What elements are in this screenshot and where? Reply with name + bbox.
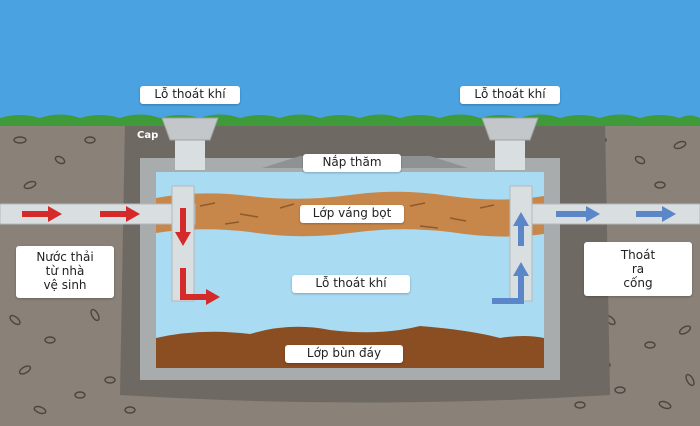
scum-layer-label: Lớp váng bọt: [300, 205, 404, 223]
vent-riser-right: [495, 140, 525, 170]
vent-label-left: Lỗ thoát khí: [140, 86, 240, 104]
inlet-label-line-2: từ nhà: [45, 264, 85, 278]
outflow-arrows: [492, 206, 676, 304]
outflow-arrow-1: [556, 206, 600, 222]
outflow-arrow-elbow: [492, 262, 529, 304]
vent-cap-right: [481, 117, 539, 141]
vent-cap-left: [161, 117, 219, 141]
outflow-arrow-up: [513, 212, 529, 246]
inflow-arrow-2: [100, 206, 140, 222]
manhole-label: Nắp thăm: [303, 154, 401, 172]
middle-layer-label: Lỗ thoát khí: [292, 275, 410, 293]
inlet-label-line-1: Nước thải: [36, 250, 94, 264]
outlet-label-line-1: Thoát: [620, 248, 656, 262]
inflow-arrow-elbow: [180, 268, 220, 305]
inflow-arrows: [22, 206, 220, 305]
inflow-arrow-1: [22, 206, 62, 222]
outlet-label: Thoát ra cống: [584, 242, 692, 296]
outlet-label-line-3: cống: [623, 276, 653, 290]
vent-label-right: Lỗ thoát khí: [460, 86, 560, 104]
inlet-label-line-3: vệ sinh: [43, 278, 87, 292]
inlet-label: Nước thải từ nhà vệ sinh: [16, 246, 114, 298]
outlet-label-line-2: ra: [631, 262, 645, 276]
outflow-arrow-2: [636, 206, 676, 222]
vent-riser-left: [175, 140, 205, 170]
sky: [0, 0, 700, 120]
inflow-arrow-down: [175, 208, 191, 246]
cap-label: Cap: [137, 130, 159, 141]
sludge-layer-label: Lớp bùn đáy: [285, 345, 403, 363]
